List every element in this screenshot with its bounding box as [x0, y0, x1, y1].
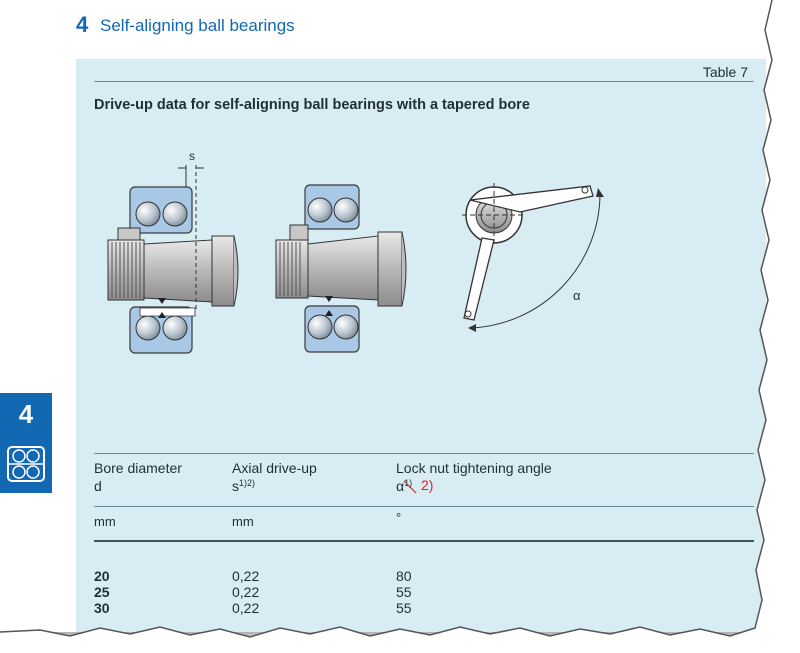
table-cell-s: 0,22 [232, 600, 260, 616]
col-symbol-alpha: α1) [396, 478, 413, 494]
col-symbol-d: d [94, 478, 102, 494]
table-cell-d: 30 [94, 600, 110, 616]
footnote-ref: 1)2) [239, 478, 256, 488]
table-caption: Drive-up data for self-aligning ball bea… [94, 97, 530, 113]
side-tab-number: 4 [18, 399, 34, 429]
col-header-lock-nut-angle: Lock nut tightening angle [396, 460, 552, 476]
table-top-rule [94, 81, 754, 82]
table-cell-s: 0,22 [232, 584, 260, 600]
header-bottom-rule [94, 540, 754, 542]
red-annotation: 2) [421, 477, 434, 493]
document-page: 4 Self-aligning ball bearings Table 7 Dr… [0, 12, 766, 632]
footnote-ref: 1) [404, 478, 413, 488]
col-header-bore-diameter: Bore diameter [94, 460, 182, 476]
s-dimension-label: s [189, 149, 195, 163]
unit-d: mm [94, 514, 116, 529]
bearing-on-adapter-sleeve-icon: s [107, 149, 239, 354]
bearing-on-tapered-shaft-icon [275, 184, 407, 353]
drive-up-figure: s [107, 149, 604, 354]
self-aligning-bearing-icon [7, 446, 45, 482]
col-symbol-s: s1)2) [232, 478, 256, 494]
table-number: Table 7 [702, 64, 748, 80]
chapter-side-tab: 4 [0, 393, 52, 493]
unit-alpha: ° [396, 510, 402, 525]
unit-s: mm [232, 514, 254, 529]
table-cell-s: 0,22 [232, 568, 260, 584]
alpha-angle-label: α [573, 288, 581, 303]
col-header-axial-drive-up: Axial drive-up [232, 460, 317, 476]
table-cell-alpha: 80 [396, 568, 412, 584]
table-cell-alpha: 55 [396, 584, 412, 600]
header-mid-rule [94, 506, 754, 507]
hook-spanner-on-lock-nut-icon: α [462, 183, 604, 332]
table-cell-d: 25 [94, 584, 110, 600]
chapter-title: Self-aligning ball bearings [100, 16, 295, 35]
table-cell-d: 20 [94, 568, 110, 584]
header-top-rule [94, 453, 754, 454]
table-cell-alpha: 55 [396, 600, 412, 616]
chapter-number: 4 [76, 12, 89, 37]
red-strike-mark [403, 480, 417, 494]
